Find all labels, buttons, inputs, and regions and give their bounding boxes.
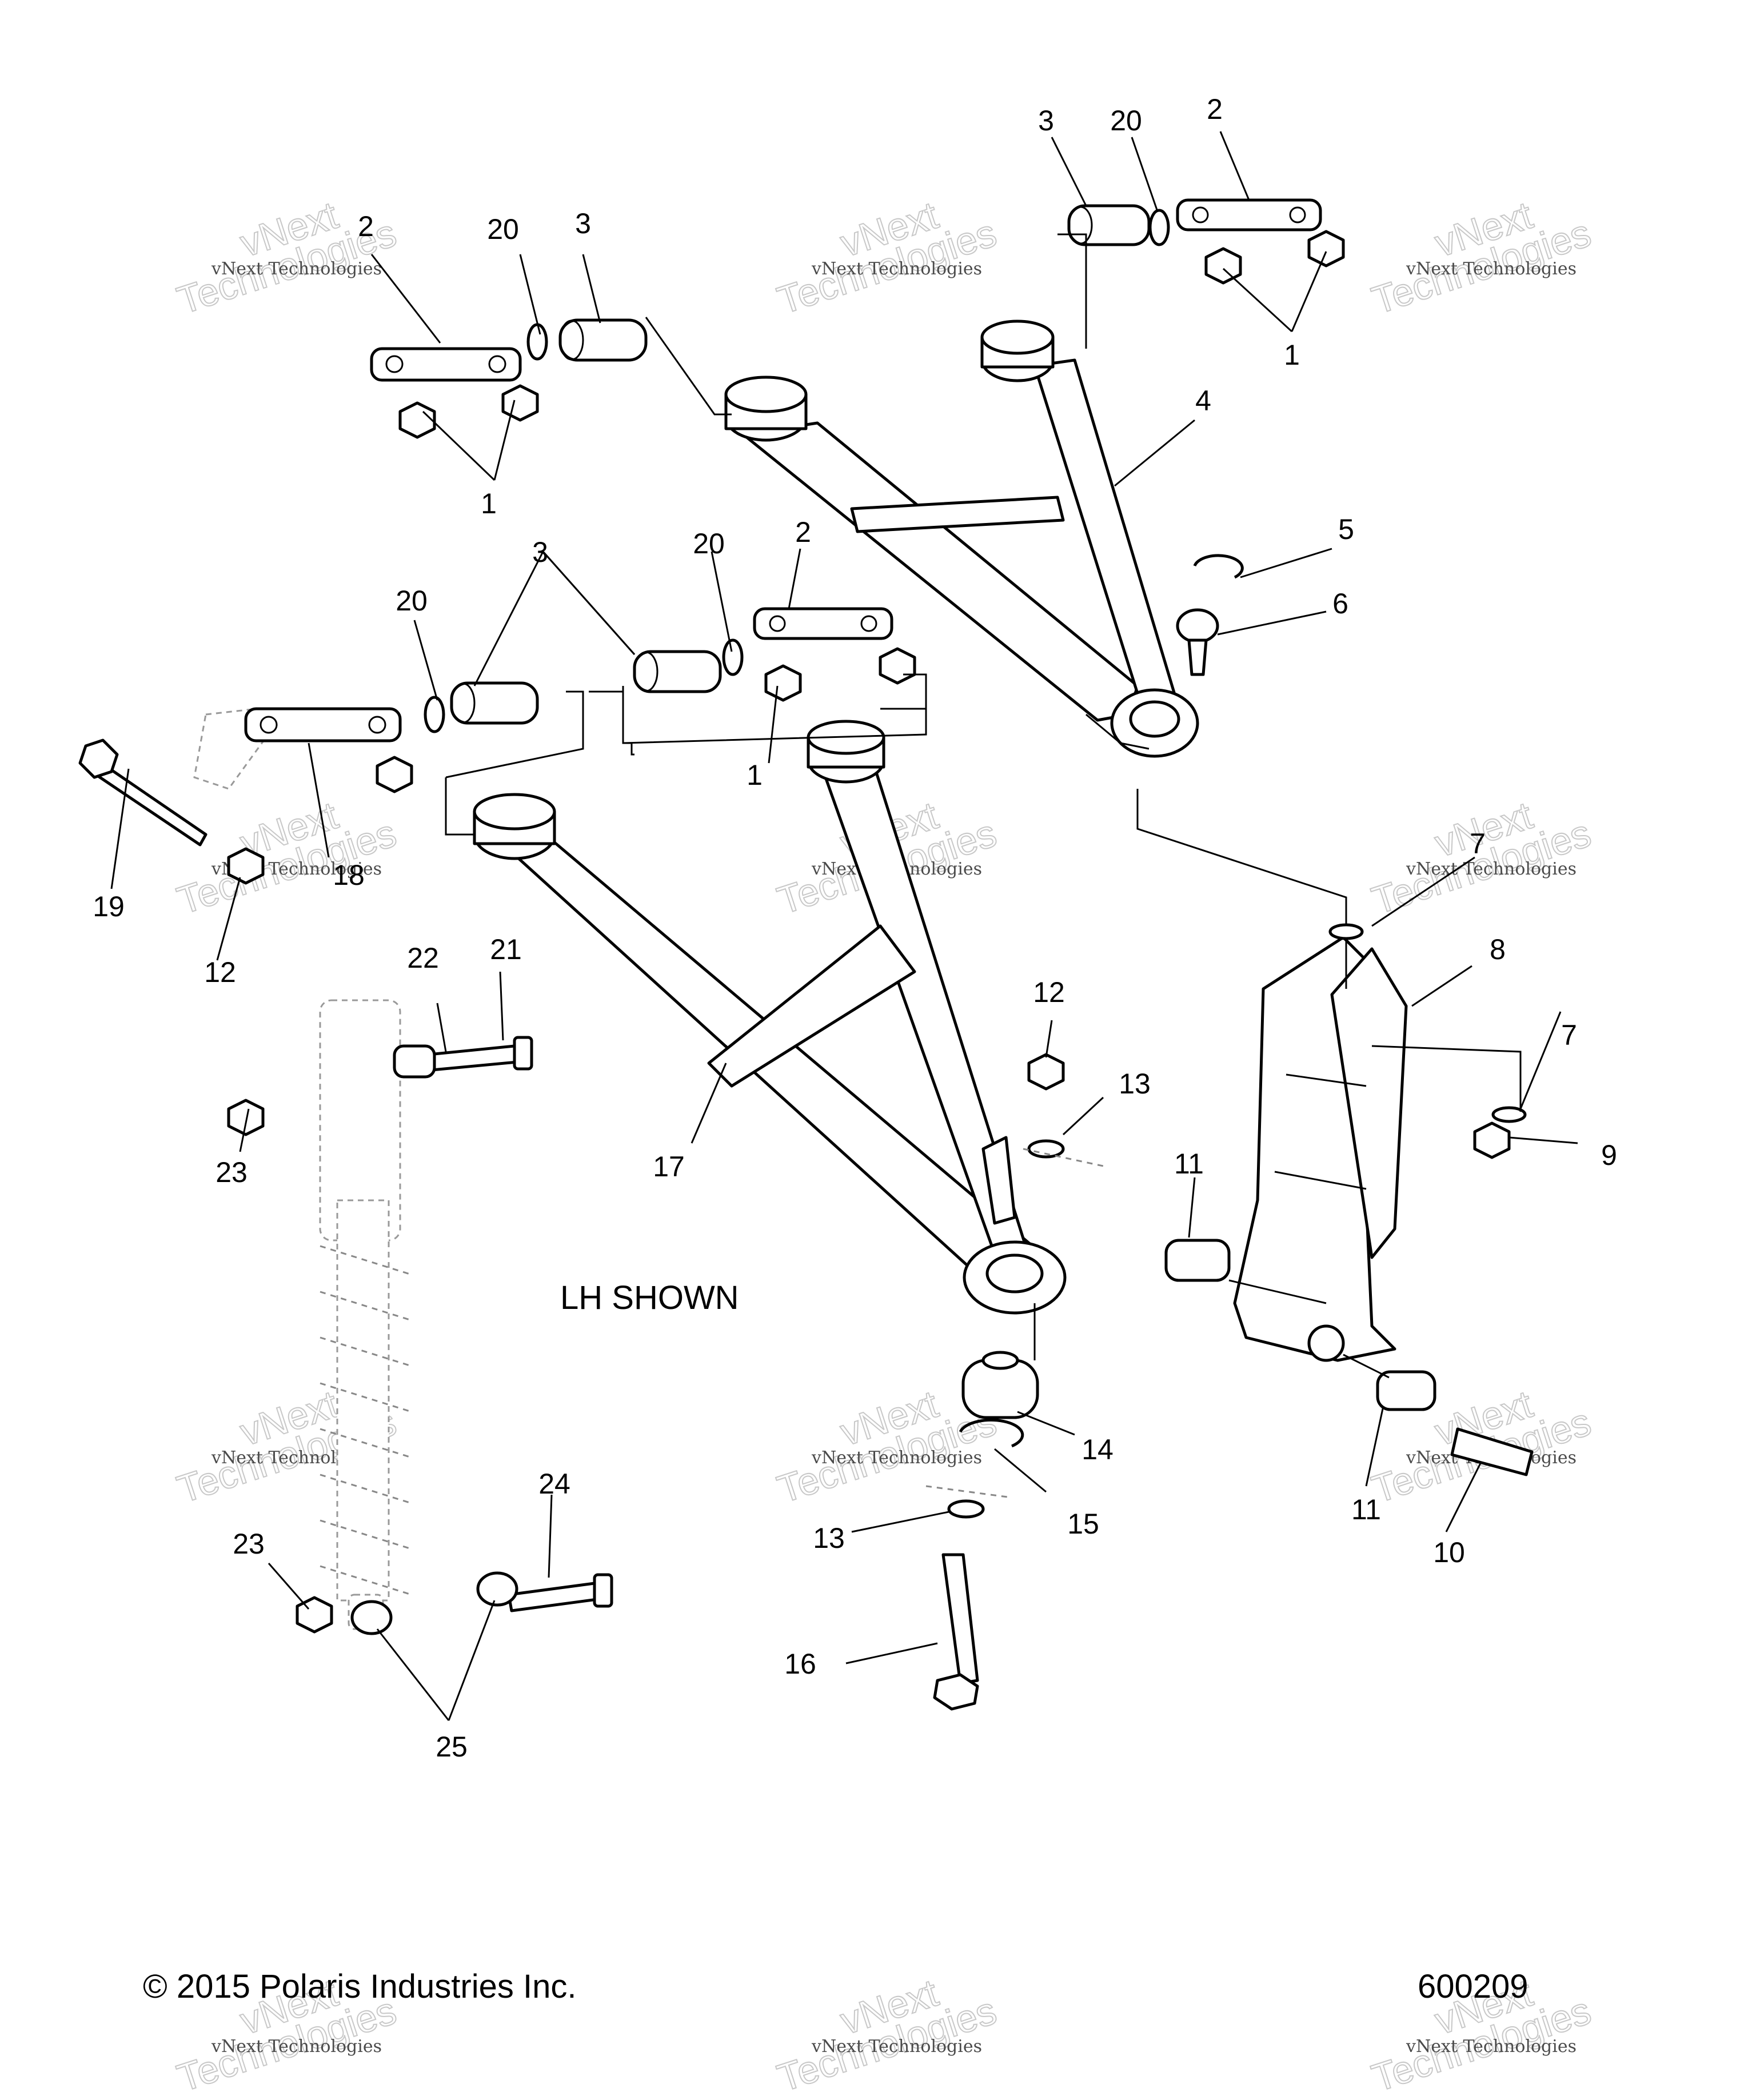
watermark: vNext Technologies vNext Technologies [772, 193, 1002, 323]
callout-7: 7 [1561, 1019, 1577, 1051]
callout-2: 2 [358, 210, 374, 242]
callout-7: 7 [1470, 828, 1486, 860]
callout-23: 23 [233, 1528, 265, 1560]
callout-8: 8 [1490, 933, 1506, 965]
callout-11: 11 [1174, 1148, 1204, 1180]
callout-1: 1 [1284, 339, 1300, 371]
watermark: vNext Technologies vNext Technologies [772, 1970, 1002, 2100]
callout-18: 18 [333, 859, 365, 891]
callout-19: 19 [93, 891, 125, 923]
callout-23: 23 [215, 1156, 248, 1188]
callout-20: 20 [487, 213, 519, 245]
nuts [227, 230, 1511, 1634]
callout-14: 14 [1081, 1434, 1114, 1466]
drawing-number: 600209 [1418, 1968, 1528, 2005]
watermark-text: vNext Technologies [811, 259, 982, 279]
callout-20: 20 [396, 585, 428, 617]
view-note: LH SHOWN [560, 1279, 739, 1316]
washers [424, 209, 1527, 1519]
callout-3: 3 [1038, 105, 1054, 137]
callout-13: 13 [1119, 1068, 1151, 1100]
callout-4: 4 [1195, 385, 1211, 417]
callout-21: 21 [490, 933, 522, 965]
watermark-text: vNext Technologies [811, 1448, 982, 1468]
watermark-text: vNext Technologies [1406, 2037, 1577, 2057]
callout-1: 1 [481, 488, 497, 520]
callout-10: 10 [1433, 1536, 1465, 1568]
watermark-text: vNext Technologies [1406, 259, 1577, 279]
callout-17: 17 [653, 1151, 685, 1183]
watermark: vNext Technologies vNext Technologies [171, 793, 402, 923]
leader-lines [110, 131, 1578, 1721]
callout-3: 3 [532, 536, 548, 568]
watermark: vNext Technologies vNext Technologies [1366, 193, 1597, 323]
callout-13: 13 [813, 1522, 845, 1554]
callout-12: 12 [1033, 976, 1065, 1008]
callout-20: 20 [1110, 105, 1142, 137]
watermark-text: vNext Technologies [811, 2037, 982, 2057]
callout-2: 2 [1207, 93, 1223, 125]
watermark-text: vNext Technologies [211, 2037, 382, 2057]
callout-16: 16 [784, 1648, 816, 1680]
watermark-text: vNext Technologies [1406, 859, 1577, 879]
callouts: 1 1 1 2 2 2 3 3 3 4 5 6 7 7 8 9 10 11 11… [93, 93, 1617, 1763]
callout-5: 5 [1338, 513, 1354, 545]
callout-22: 22 [407, 942, 439, 974]
pivot-shafts [244, 198, 1322, 742]
assembly-axes [445, 673, 1522, 1499]
steering-knuckle [1233, 936, 1408, 1362]
lower-a-arm [473, 720, 1067, 1315]
callout-3: 3 [575, 207, 591, 239]
shock-absorber [319, 999, 412, 1630]
bolts [78, 608, 1534, 1711]
callout-24: 24 [538, 1468, 570, 1500]
callout-15: 15 [1067, 1508, 1099, 1540]
ball-joint [959, 554, 1244, 1448]
callout-25: 25 [436, 1731, 468, 1763]
callout-11: 11 [1351, 1494, 1381, 1526]
copyright: © 2015 Polaris Industries Inc. [143, 1968, 576, 2005]
callout-9: 9 [1601, 1139, 1617, 1171]
callout-20: 20 [693, 528, 725, 560]
callout-12: 12 [204, 956, 236, 988]
callout-6: 6 [1332, 588, 1348, 620]
bushings [450, 204, 1436, 1411]
upper-a-arm [724, 320, 1199, 758]
callout-1: 1 [747, 759, 763, 791]
callout-2: 2 [795, 516, 811, 548]
watermark-text: vNext Technologies [211, 259, 382, 279]
